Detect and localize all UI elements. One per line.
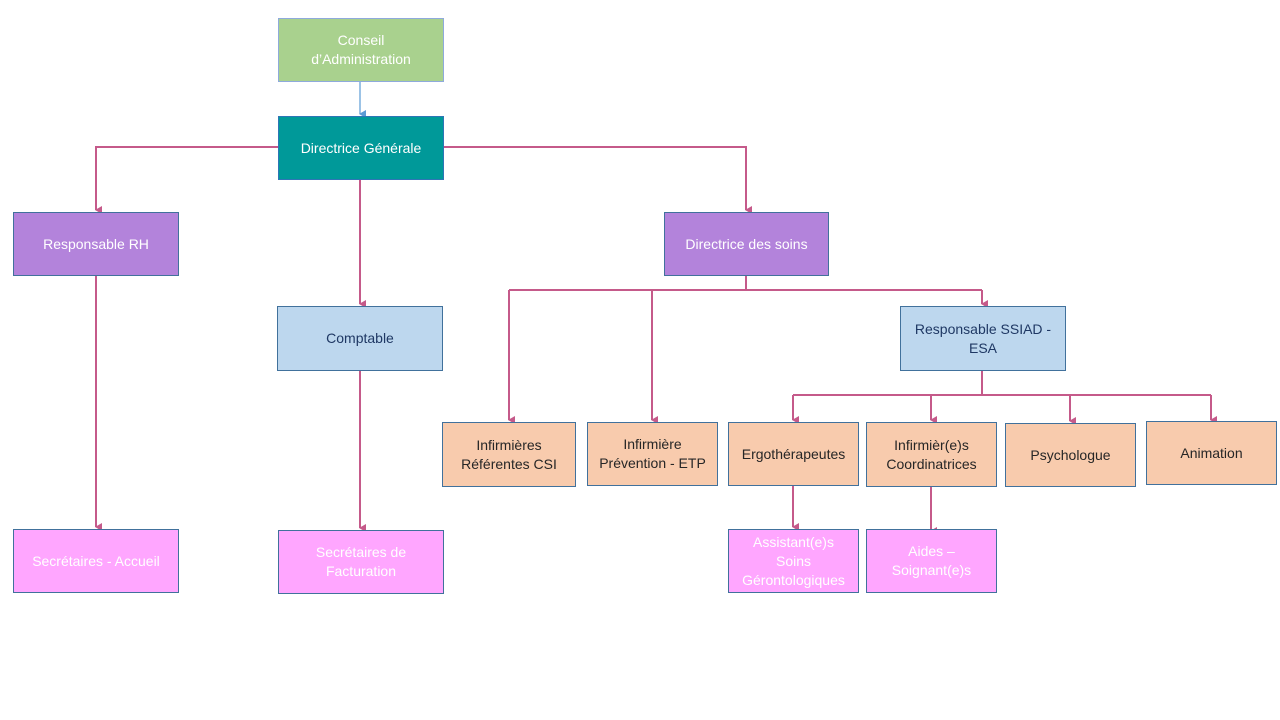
node-aides-soignants-label: Aides – Soignant(e)s [891, 543, 972, 578]
node-conseil-administration: Conseil d’Administration [278, 18, 444, 82]
node-conseil-label: Conseil d’Administration [311, 32, 411, 67]
node-psychologue-label: Psychologue [1030, 446, 1111, 463]
node-infirmieres-referentes-csi: Infirmières Référentes CSI [442, 422, 576, 487]
node-secretaires-facturation-label: Secrétaires de Facturation [315, 544, 407, 579]
connector-dg-rh [95, 146, 278, 214]
node-responsable-rh: Responsable RH [13, 212, 179, 276]
node-responsable-rh-label: Responsable RH [43, 235, 149, 252]
node-aides-soignants: Aides – Soignant(e)s [866, 529, 997, 593]
node-infirmiers-coord-label: Infirmièr(e)s Coordinatrices [886, 436, 977, 472]
node-infirmiers-coordinatrices: Infirmièr(e)s Coordinatrices [866, 422, 997, 487]
node-assistants-soins-gerontologiques: Assistant(e)s Soins Gérontologiques [728, 529, 859, 593]
node-secretaires-accueil-label: Secrétaires - Accueil [32, 552, 160, 569]
node-infirmieres-csi-label: Infirmières Référentes CSI [461, 436, 557, 472]
node-directrice-generale-label: Directrice Générale [300, 139, 422, 156]
node-ergotherapeutes: Ergothérapeutes [728, 422, 859, 486]
node-directrice-soins-label: Directrice des soins [685, 235, 808, 252]
node-animation: Animation [1146, 421, 1277, 485]
connector-dg-soins [443, 146, 752, 214]
node-responsable-ssiad-esa: Responsable SSIAD - ESA [900, 306, 1066, 371]
node-infirmiere-prevention-etp: Infirmière Prévention - ETP [587, 422, 718, 486]
node-secretaires-accueil: Secrétaires - Accueil [13, 529, 179, 593]
node-comptable-label: Comptable [326, 330, 394, 346]
node-responsable-ssiad-label: Responsable SSIAD - ESA [914, 320, 1052, 356]
node-ergotherapeutes-label: Ergothérapeutes [741, 445, 846, 462]
node-comptable: Comptable [277, 306, 443, 371]
node-assistants-soins-label: Assistant(e)s Soins Gérontologiques [742, 533, 845, 588]
node-secretaires-facturation: Secrétaires de Facturation [278, 530, 444, 594]
node-animation-label: Animation [1180, 444, 1243, 461]
node-directrice-soins: Directrice des soins [664, 212, 829, 276]
node-psychologue: Psychologue [1005, 423, 1136, 487]
node-directrice-generale: Directrice Générale [278, 116, 444, 180]
node-infirmiere-etp-label: Infirmière Prévention - ETP [599, 436, 706, 471]
